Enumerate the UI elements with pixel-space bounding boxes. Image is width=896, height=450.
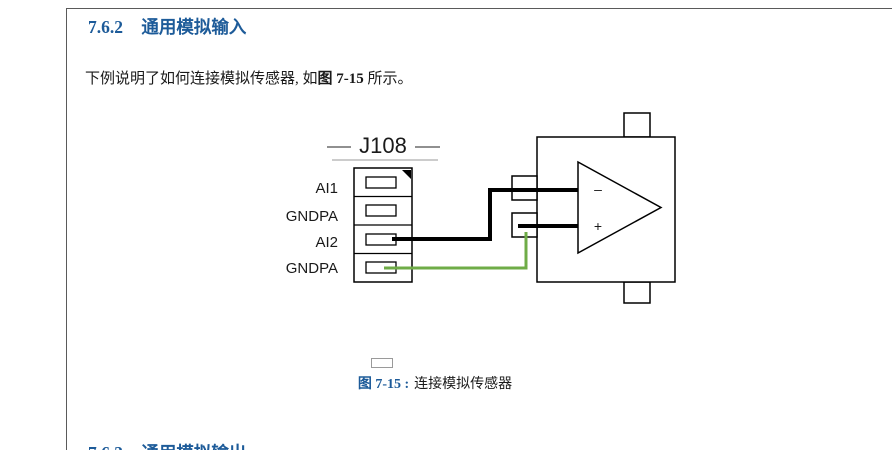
module-tab-bottom (623, 281, 651, 304)
page-border-left (66, 8, 67, 450)
connector-j108 (353, 167, 413, 283)
pin-labels: AI1 GNDPA AI2 GNDPA (286, 180, 338, 277)
connector-pin-1 (365, 176, 397, 189)
connector-designator: J108 (327, 133, 440, 161)
section-title: 通用模拟输入 (141, 17, 247, 37)
connector-label: J108 (359, 133, 407, 158)
body-text-before: 下例说明了如何连接模拟传感器, 如 (85, 71, 318, 87)
pin-label-ai2: AI2 (315, 234, 338, 251)
figure-reference: 图 7-15 (317, 71, 364, 87)
pin-label-gndpa2: GNDPA (286, 260, 338, 277)
opamp-minus-sign: – (594, 181, 602, 197)
body-paragraph: 下例说明了如何连接模拟传感器, 如图 7-15 所示。 (85, 67, 413, 88)
section-number: 7.6.2 (88, 17, 123, 37)
next-section-title: 通用模拟输出 (141, 443, 246, 450)
next-section-heading: 7.6.3 通用模拟输出 (88, 440, 246, 450)
figure-caption-label: 图 7-15 : (357, 377, 410, 392)
pin1-marker-icon (402, 170, 411, 179)
connector-pin-2 (365, 204, 397, 217)
opamp-symbol: – + (577, 160, 663, 255)
figure-caption-text: 连接模拟传感器 (414, 377, 513, 392)
connector-pin-3 (365, 233, 397, 246)
opamp-plus-sign: + (594, 218, 602, 234)
signal-wire-ai2-to-minus (392, 188, 585, 241)
module-tab-top (623, 112, 651, 138)
body-text-after: 所示。 (363, 71, 413, 87)
pin-label-ai1: AI1 (315, 180, 338, 197)
next-section-number: 7.6.3 (88, 443, 123, 450)
caption-placeholder-box (371, 358, 393, 368)
figure-caption: 图 7-15 : 连接模拟传感器 (280, 373, 590, 393)
section-heading: 7.6.2 通用模拟输入 (88, 14, 246, 39)
wires (384, 188, 585, 270)
opamp-triangle (577, 160, 663, 255)
pin-label-gndpa1: GNDPA (286, 208, 338, 225)
page-border-top (66, 8, 892, 9)
ground-wire-green (384, 232, 528, 270)
